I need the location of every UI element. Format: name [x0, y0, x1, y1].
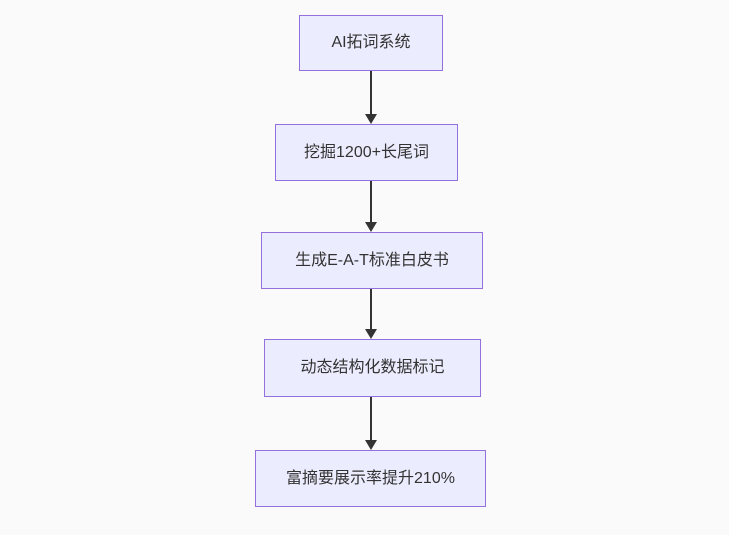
arrow-head-icon: [365, 329, 377, 339]
flow-node-eat-whitepaper: 生成E-A-T标准白皮书: [261, 232, 483, 289]
arrow-head-icon: [365, 222, 377, 232]
arrow-line: [370, 397, 372, 440]
arrow-head-icon: [365, 114, 377, 124]
flow-node-structured-data-markup: 动态结构化数据标记: [264, 339, 481, 397]
flow-arrow-down-icon: [364, 289, 378, 339]
flow-node-label: 挖掘1200+长尾词: [304, 143, 429, 161]
flow-node-label: AI拓词系统: [331, 34, 411, 52]
flow-node-ai-expansion-system: AI拓词系统: [299, 15, 443, 71]
arrow-head-icon: [365, 440, 377, 450]
arrow-line: [370, 181, 372, 222]
flow-arrow-down-icon: [364, 181, 378, 232]
flow-node-label: 动态结构化数据标记: [300, 359, 445, 377]
arrow-line: [370, 71, 372, 114]
flow-node-longtail-keywords: 挖掘1200+长尾词: [275, 124, 458, 181]
arrow-line: [370, 289, 372, 329]
flow-node-label: 富摘要展示率提升210%: [286, 469, 455, 487]
flow-arrow-down-icon: [364, 71, 378, 124]
flow-arrow-down-icon: [364, 397, 378, 450]
flow-node-rich-snippet-rate: 富摘要展示率提升210%: [255, 450, 486, 507]
flow-node-label: 生成E-A-T标准白皮书: [295, 251, 449, 269]
